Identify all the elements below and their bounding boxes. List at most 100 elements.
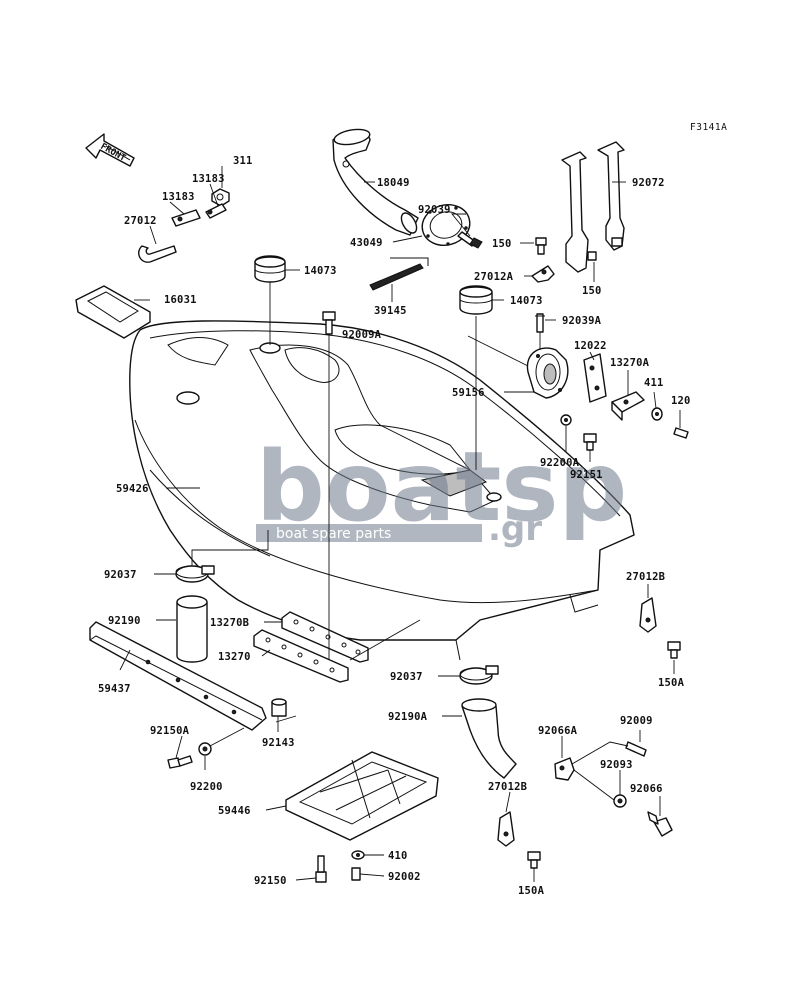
leader-lines <box>119 166 681 882</box>
keel-59437 <box>89 621 267 731</box>
u-bolt-27012 <box>138 245 177 263</box>
front-arrow-icon: FRONT <box>85 133 135 167</box>
callout-13270: 13270 <box>218 651 251 663</box>
bolt-150-upper <box>535 237 547 255</box>
fitting-92066 <box>647 811 673 837</box>
callout-120: 120 <box>671 395 691 407</box>
callout-92039: 92039 <box>418 204 451 216</box>
bolt-92009A <box>322 311 336 335</box>
washer-92200 <box>198 742 212 756</box>
plate-59446 <box>285 751 439 841</box>
washer-92200A <box>560 414 572 426</box>
callout-12022: 12022 <box>574 340 607 352</box>
callout-39145: 39145 <box>374 305 407 317</box>
callout-92150: 92150 <box>254 875 287 887</box>
plate-13183-lower <box>171 209 201 227</box>
callout-92002: 92002 <box>388 871 421 883</box>
callout-27012B-upper: 27012B <box>626 571 665 583</box>
callout-14073-left: 14073 <box>304 265 337 277</box>
callout-27012: 27012 <box>124 215 157 227</box>
callout-92200: 92200 <box>190 781 223 793</box>
callout-411: 411 <box>644 377 664 389</box>
duct-18049 <box>332 128 419 236</box>
straps-92072 <box>561 141 625 273</box>
washer-411 <box>651 407 663 421</box>
collar-92143 <box>271 698 287 717</box>
cap-14073-left <box>254 255 286 283</box>
callout-14073-right: 14073 <box>510 295 543 307</box>
bolt-92150A <box>167 755 193 769</box>
callout-92009A: 92009A <box>342 329 382 341</box>
bolt-120 <box>673 427 689 439</box>
hose-clamp-92037-lower <box>459 665 499 685</box>
clamp-13270A <box>611 391 645 421</box>
callout-16031: 16031 <box>164 294 197 306</box>
callout-labels: 311 13183 13183 27012 16031 14073 18049 … <box>98 155 691 897</box>
callout-92037-lower: 92037 <box>390 671 423 683</box>
rail-13270 <box>253 629 349 683</box>
callout-311: 311 <box>233 155 253 167</box>
callout-92150A: 92150A <box>150 725 190 737</box>
callout-27012A: 27012A <box>474 271 514 283</box>
callout-92037-upper: 92037 <box>104 569 137 581</box>
cap-14073-right <box>459 285 493 315</box>
washer-410 <box>351 850 365 860</box>
callout-13183-lower: 13183 <box>162 191 195 203</box>
hose-clamp-92037-upper <box>175 565 215 583</box>
stud-92039A <box>535 313 545 333</box>
bolt-92150 <box>315 855 327 883</box>
callout-92200A: 92200A <box>540 457 580 469</box>
washer-92093 <box>613 794 627 808</box>
callout-150A-lower: 150A <box>518 885 545 897</box>
callout-92066: 92066 <box>630 783 663 795</box>
bolt-92151 <box>583 433 597 451</box>
bolt-92009 <box>625 741 647 757</box>
callout-59426: 59426 <box>116 483 149 495</box>
callout-13270A: 13270A <box>610 357 650 369</box>
bolt-92002 <box>351 867 361 881</box>
bracket-27012A <box>531 265 555 283</box>
rail-13270B <box>281 611 369 663</box>
callout-43049: 43049 <box>350 237 383 249</box>
callout-410: 410 <box>388 850 408 862</box>
callout-59156: 59156 <box>452 387 485 399</box>
callout-27012B-lower: 27012B <box>488 781 527 793</box>
callout-92009: 92009 <box>620 715 653 727</box>
hose-92190 <box>176 595 208 663</box>
plate-13183-upper <box>205 203 227 219</box>
hook-92066A <box>554 757 575 781</box>
hose-92190A <box>461 698 517 779</box>
bolt-92039 <box>457 231 483 249</box>
callout-18049: 18049 <box>377 177 410 189</box>
bolt-150A-upper <box>667 641 681 659</box>
front-label: FRONT <box>99 142 128 164</box>
callout-92151: 92151 <box>570 469 603 481</box>
callout-92039A: 92039A <box>562 315 602 327</box>
callout-92093: 92093 <box>600 759 633 771</box>
callout-92072: 92072 <box>632 177 665 189</box>
strip-39145 <box>369 257 429 291</box>
bracket-27012B-lower <box>497 811 515 847</box>
figure-reference: F3141A <box>690 122 727 133</box>
watermark-suffix: .gr <box>488 509 542 549</box>
callout-92190A: 92190A <box>388 711 428 723</box>
bolt-150A-lower <box>527 851 541 869</box>
bracket-27012B-upper <box>639 597 657 633</box>
callout-150-upper: 150 <box>492 238 512 250</box>
cover-16031 <box>75 285 151 339</box>
callout-59437: 59437 <box>98 683 131 695</box>
watermark: boatsp .gr boat spare parts <box>256 431 627 549</box>
callout-92190: 92190 <box>108 615 141 627</box>
callout-13270B: 13270B <box>210 617 249 629</box>
callout-59446: 59446 <box>218 805 251 817</box>
callout-92143: 92143 <box>262 737 295 749</box>
callout-92066A: 92066A <box>538 725 578 737</box>
flange-59156 <box>526 347 569 399</box>
callout-13183-upper: 13183 <box>192 173 225 185</box>
plate-12022 <box>583 353 607 403</box>
callout-150-lower: 150 <box>582 285 602 297</box>
callout-150A-upper: 150A <box>658 677 685 689</box>
hull-body <box>129 320 635 661</box>
watermark-tagline: boat spare parts <box>276 526 391 542</box>
